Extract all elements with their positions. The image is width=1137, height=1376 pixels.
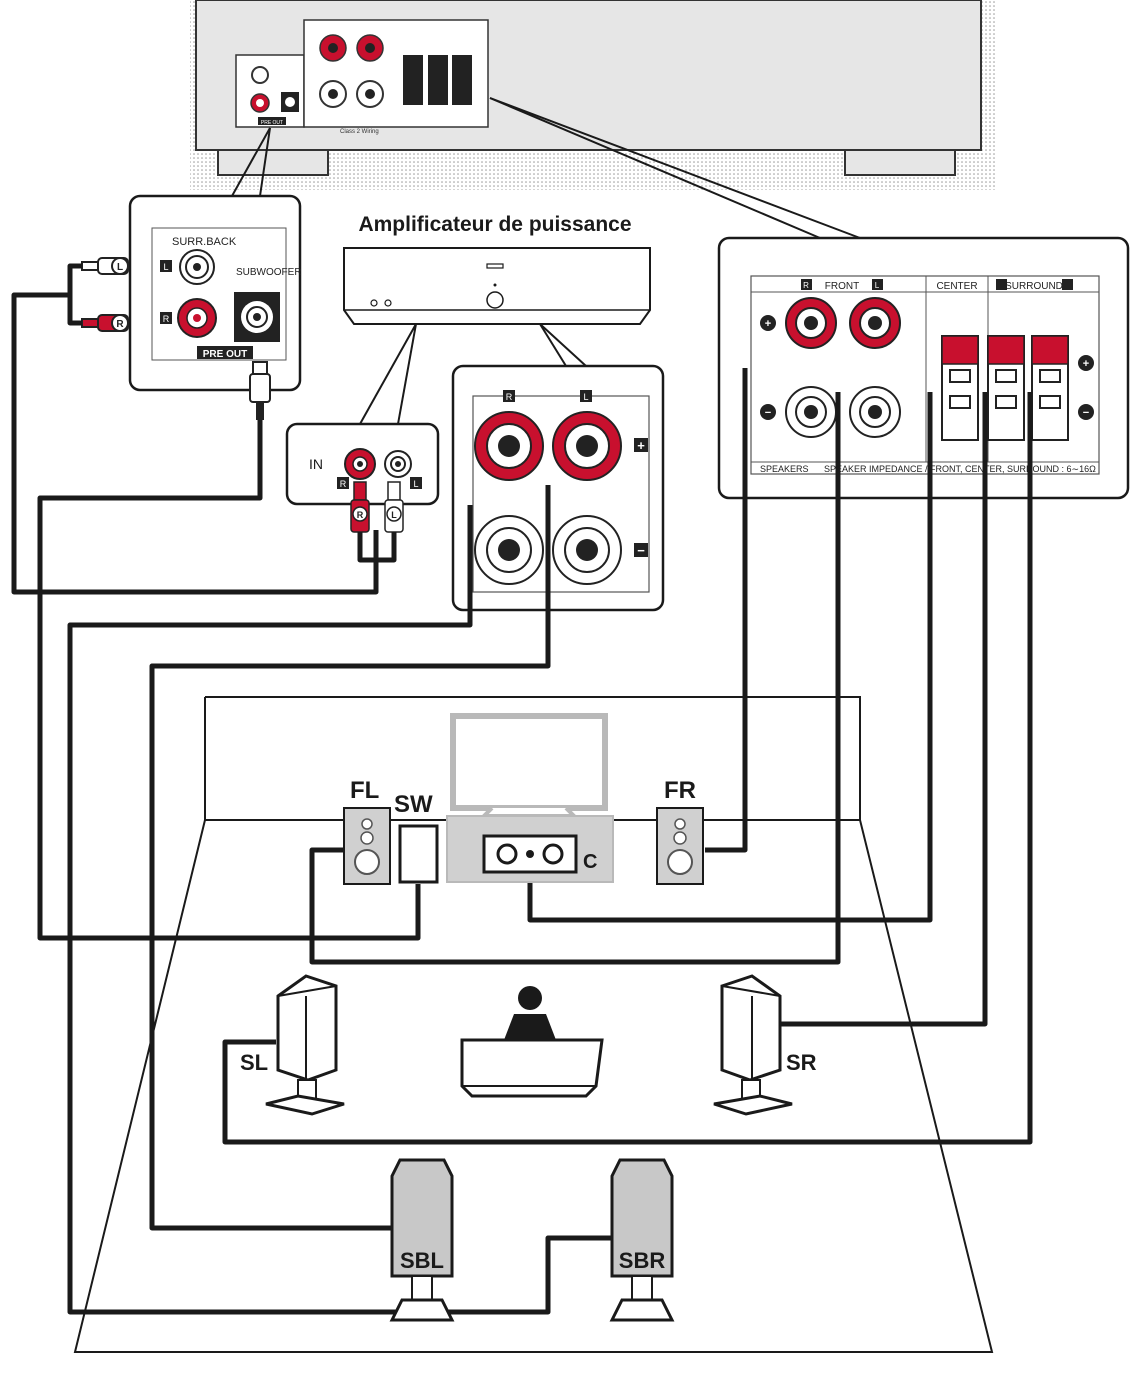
rcv-center-label: CENTER: [936, 281, 977, 292]
rcv-front-label: FRONT: [825, 281, 859, 292]
callout-pointers: [231, 97, 861, 239]
rcv-footer-speakers: SPEAKERS: [760, 464, 809, 474]
center-speaker: C: [482, 834, 597, 874]
amp-in-label: IN: [309, 456, 323, 472]
rcv-plus-right: +: [1083, 358, 1089, 370]
amplifier-title: Amplificateur de puissance: [358, 213, 631, 236]
speaker-sbr: SBR: [609, 1158, 675, 1322]
amp-in-r-badge: R: [340, 479, 347, 489]
rcv-minus-left: −: [765, 407, 771, 419]
speaker-label-sl: SL: [240, 1050, 268, 1075]
speaker-sr: SR: [713, 974, 817, 1116]
rcv-footer-impedance: SPEAKER IMPEDANCE / FRONT, CENTER, SURRO…: [824, 464, 1096, 474]
amp-in-l-badge: L: [413, 479, 418, 489]
speaker-label-sr: SR: [786, 1050, 817, 1075]
amp-term-l-badge: L: [583, 392, 588, 402]
speaker-label-sbl: SBL: [400, 1248, 444, 1273]
push-terminals: [941, 335, 1069, 441]
speaker-label-fl: FL: [350, 777, 379, 804]
svg-text:L: L: [117, 262, 123, 273]
receiver-speaker-callout: R FRONT L CENTER SURROUND + − + −: [717, 236, 1130, 500]
preout-r-badge: R: [163, 314, 170, 324]
preout-callout: SURR.BACK SUBWOOFER L R PRE OUT L R: [81, 194, 302, 420]
tv: [446, 713, 614, 883]
svg-text:R: R: [116, 319, 124, 330]
amp-term-plus: +: [637, 438, 645, 453]
rcv-plus-left: +: [765, 318, 771, 330]
svg-text:L: L: [391, 510, 397, 520]
receiver-preout-panel: [235, 54, 305, 128]
speaker-label-sbr: SBR: [619, 1248, 666, 1273]
amp-callout-pointers: [359, 323, 587, 425]
amp-input-callout: IN R L R L: [285, 422, 440, 533]
listener: [460, 986, 604, 1098]
rcv-l-badge: L: [875, 281, 880, 290]
amp-term-r-badge: R: [506, 392, 513, 402]
rca-plug-red: R: [81, 314, 129, 332]
rca-plug-subwoofer: [249, 361, 271, 420]
speaker-fr: FR: [656, 777, 704, 885]
rcv-minus-right: −: [1083, 407, 1089, 419]
av-receiver: PRE OUT Class 2 Wiring: [190, 0, 995, 190]
receiver-preout-label: PRE OUT: [261, 120, 283, 126]
rca-plug-white: L: [81, 257, 129, 275]
speaker-cables: [11, 263, 1033, 1315]
svg-text:R: R: [357, 510, 364, 520]
speaker-sbl: SBL: [389, 1158, 455, 1322]
speaker-sl: SL: [240, 974, 345, 1116]
subwoofer-label: SUBWOOFER: [236, 267, 302, 278]
surr-back-label: SURR.BACK: [172, 236, 237, 248]
rcv-surround-label: SURROUND: [1005, 281, 1063, 292]
power-amplifier: Amplificateur de puissance: [343, 213, 651, 325]
pre-out-label: PRE OUT: [203, 349, 247, 360]
speaker-label-sw: SW: [394, 791, 433, 818]
speaker-fl: FL: [343, 777, 391, 885]
preout-l-badge: L: [163, 262, 168, 272]
speaker-sw: SW: [394, 791, 439, 884]
receiver-class2-label: Class 2 Wiring: [340, 129, 379, 135]
rcv-r-badge: R: [803, 281, 809, 290]
amp-terminal-callout: R L + −: [451, 364, 665, 612]
speaker-label-fr: FR: [664, 777, 696, 804]
speaker-label-c: C: [583, 851, 597, 873]
room-outline: [73, 696, 994, 1353]
amp-term-minus: −: [637, 543, 645, 558]
